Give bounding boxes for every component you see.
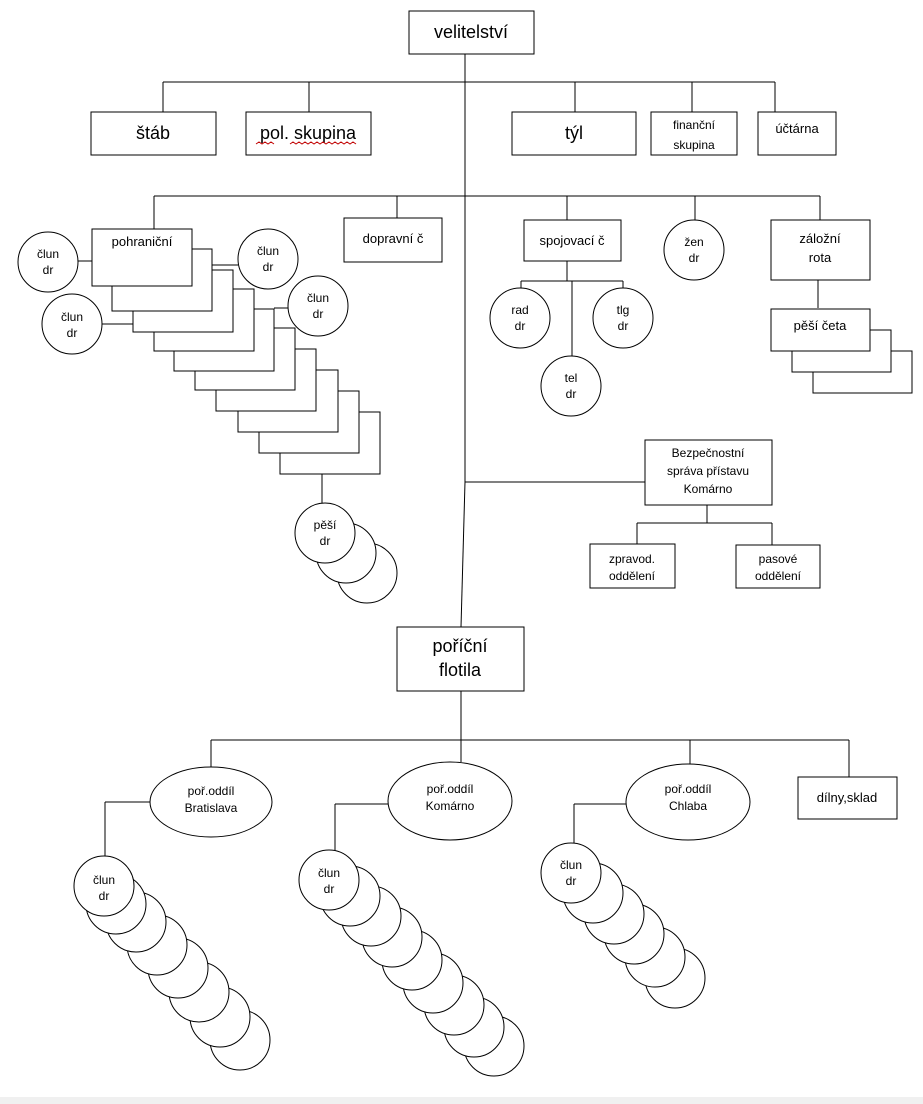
node-por-oddil-komarno: poř.oddíl Komárno xyxy=(387,761,513,841)
node-label: poříční xyxy=(432,636,487,656)
tel-dr-circle: tel dr xyxy=(540,355,602,417)
node-label: poř.oddíl xyxy=(188,784,235,798)
node-label: tel xyxy=(565,371,578,385)
node-label: pěší xyxy=(314,518,337,532)
node-uctarna: účtárna xyxy=(757,111,837,156)
node-label: záložní xyxy=(799,231,841,246)
connector-lines xyxy=(78,54,850,858)
node-label: pasové xyxy=(759,552,798,566)
node-label: poř.oddíl xyxy=(427,782,474,796)
node-label: člun xyxy=(37,247,59,261)
clun-dr-stack-chlaba: člun dr xyxy=(540,842,706,1009)
node-spojovaci: spojovací č xyxy=(523,219,622,262)
node-label: finanční xyxy=(673,118,716,132)
node-bezpecnostni-sprava: Bezpečnostní správa přístavu Komárno xyxy=(644,439,773,506)
node-label: zpravod. xyxy=(609,552,655,566)
node-financni-skupina: finanční skupina xyxy=(650,111,738,156)
node-label: dr xyxy=(43,263,54,277)
node-label: dr xyxy=(313,307,324,321)
node-dopravni: dopravní č xyxy=(343,217,443,263)
node-label: žen xyxy=(684,235,703,249)
node-label: štáb xyxy=(136,123,170,143)
node-label: účtárna xyxy=(775,121,819,136)
node-label: dr xyxy=(566,874,577,888)
node-por-oddil-chlaba: poř.oddíl Chlaba xyxy=(625,763,751,841)
node-label: Bratislava xyxy=(185,801,238,815)
clun-dr-circle: člun dr xyxy=(237,228,299,290)
node-pesi-ceta-stack: pěší četa xyxy=(770,308,913,394)
node-stab: štáb xyxy=(90,111,217,156)
node-label: Bezpečnostní xyxy=(672,446,745,460)
node-label: Chlaba xyxy=(669,799,707,813)
node-label: dr xyxy=(320,534,331,548)
node-pol-skupina: pol. skupina xyxy=(245,111,372,156)
node-pohranicni-stack: pohraniční xyxy=(91,228,381,475)
node-label: dr xyxy=(566,387,577,401)
node-label: člun xyxy=(318,866,340,880)
node-label: dopravní č xyxy=(363,231,424,246)
clun-dr-circle: člun dr xyxy=(287,275,349,337)
tlg-dr-circle: tlg dr xyxy=(592,287,654,349)
node-dilny-sklad: dílny,sklad xyxy=(797,776,898,820)
node-label: dr xyxy=(689,251,700,265)
node-label: týl xyxy=(565,123,583,143)
node-label: pol. skupina xyxy=(260,123,357,143)
node-label: dílny,sklad xyxy=(817,790,877,805)
clun-dr-circle: člun dr xyxy=(17,231,79,293)
node-label: dr xyxy=(618,319,629,333)
node-poricni-flotila: poříční flotila xyxy=(396,626,525,692)
node-label: rota xyxy=(809,250,832,265)
clun-dr-stack-komarno: člun dr xyxy=(298,849,525,1077)
node-label: Komárno xyxy=(684,482,733,496)
node-label: člun xyxy=(93,873,115,887)
node-label: člun xyxy=(257,244,279,258)
clun-dr-circle: člun dr xyxy=(41,293,103,355)
node-label: skupina xyxy=(673,138,715,152)
node-label: správa přístavu xyxy=(667,464,749,478)
node-tyl: týl xyxy=(511,111,637,156)
node-label: pohraniční xyxy=(112,234,173,249)
node-label: velitelství xyxy=(434,22,508,42)
node-label: flotila xyxy=(439,660,482,680)
node-label: člun xyxy=(307,291,329,305)
node-label: pěší četa xyxy=(794,318,848,333)
node-label: spojovací č xyxy=(539,233,605,248)
node-velitelstvi: velitelství xyxy=(408,10,535,55)
node-label: poř.oddíl xyxy=(665,782,712,796)
node-label: dr xyxy=(324,882,335,896)
pesi-dr-stack: pěší dr xyxy=(294,502,398,604)
node-label: dr xyxy=(263,260,274,274)
rad-dr-circle: rad dr xyxy=(489,287,551,349)
node-label: oddělení xyxy=(755,569,802,583)
clun-dr-stack-bratislava: člun dr xyxy=(73,855,271,1071)
node-label: člun xyxy=(560,858,582,872)
node-zpravod-oddeleni: zpravod. oddělení xyxy=(589,543,676,589)
node-label: dr xyxy=(99,889,110,903)
node-label: oddělení xyxy=(609,569,656,583)
node-zalozni-rota: záložní rota xyxy=(770,219,871,281)
node-por-oddil-bratislava: poř.oddíl Bratislava xyxy=(149,766,273,838)
node-pasove-oddeleni: pasové oddělení xyxy=(735,544,821,589)
node-label: dr xyxy=(515,319,526,333)
node-label: tlg xyxy=(617,303,630,317)
node-label: člun xyxy=(61,310,83,324)
zen-dr-circle: žen dr xyxy=(663,219,725,281)
node-label: rad xyxy=(511,303,528,317)
bottom-strip xyxy=(0,1097,923,1104)
node-label: dr xyxy=(67,326,78,340)
node-label: Komárno xyxy=(426,799,475,813)
